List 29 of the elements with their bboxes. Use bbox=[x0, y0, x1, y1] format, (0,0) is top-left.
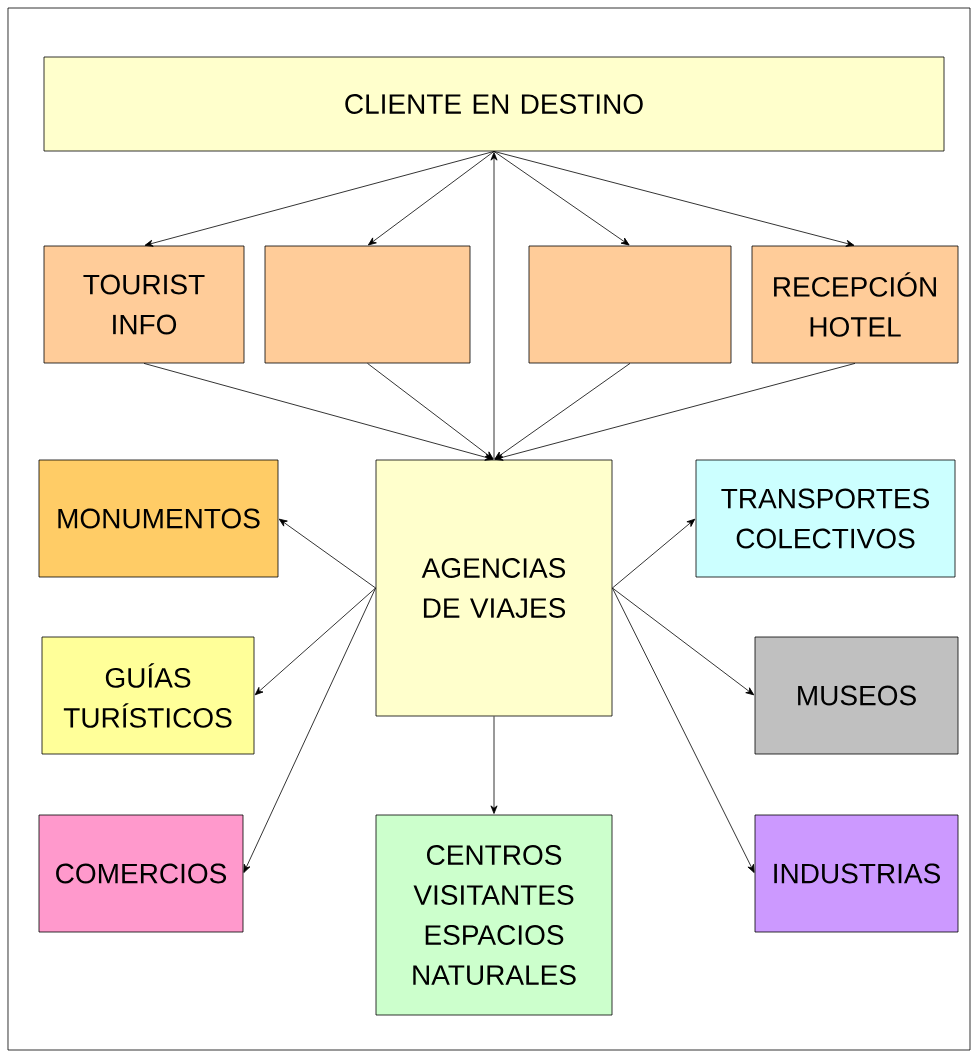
process-box: CENTROS VISITANTES ESPACIOS NATURALES bbox=[375, 814, 613, 1016]
process-box: MUSEOS bbox=[754, 636, 959, 755]
arrow bbox=[612, 587, 755, 873]
arrow bbox=[490, 716, 498, 814]
process-box: TOURIST INFO bbox=[43, 245, 245, 364]
process-box: GUÍAS TURÍSTICOS bbox=[41, 636, 255, 755]
arrow bbox=[494, 363, 856, 461]
process-box: MONUMENTOS bbox=[38, 459, 279, 578]
arrow bbox=[490, 152, 498, 460]
arrow bbox=[367, 151, 495, 246]
arrow bbox=[243, 587, 376, 873]
arrow bbox=[278, 518, 376, 589]
process-box bbox=[528, 245, 732, 364]
arrow bbox=[144, 151, 495, 247]
process-box bbox=[264, 245, 471, 364]
process-box: TRANSPORTES COLECTIVOS bbox=[695, 459, 956, 578]
arrow bbox=[143, 363, 494, 461]
process-box: RECEPCIÓN HOTEL bbox=[751, 245, 959, 364]
arrow bbox=[493, 151, 630, 246]
process-box: CLIENTE EN DESTINO bbox=[43, 56, 945, 152]
process-box: INDUSTRIAS bbox=[754, 814, 959, 933]
process-box: AGENCIAS DE VIAJES bbox=[375, 459, 613, 717]
arrow bbox=[494, 363, 631, 460]
arrow bbox=[254, 587, 376, 696]
arrow bbox=[367, 363, 494, 460]
process-box: COMERCIOS bbox=[38, 814, 244, 933]
arrow bbox=[612, 587, 755, 696]
arrow bbox=[493, 151, 855, 247]
arrow bbox=[612, 518, 696, 589]
